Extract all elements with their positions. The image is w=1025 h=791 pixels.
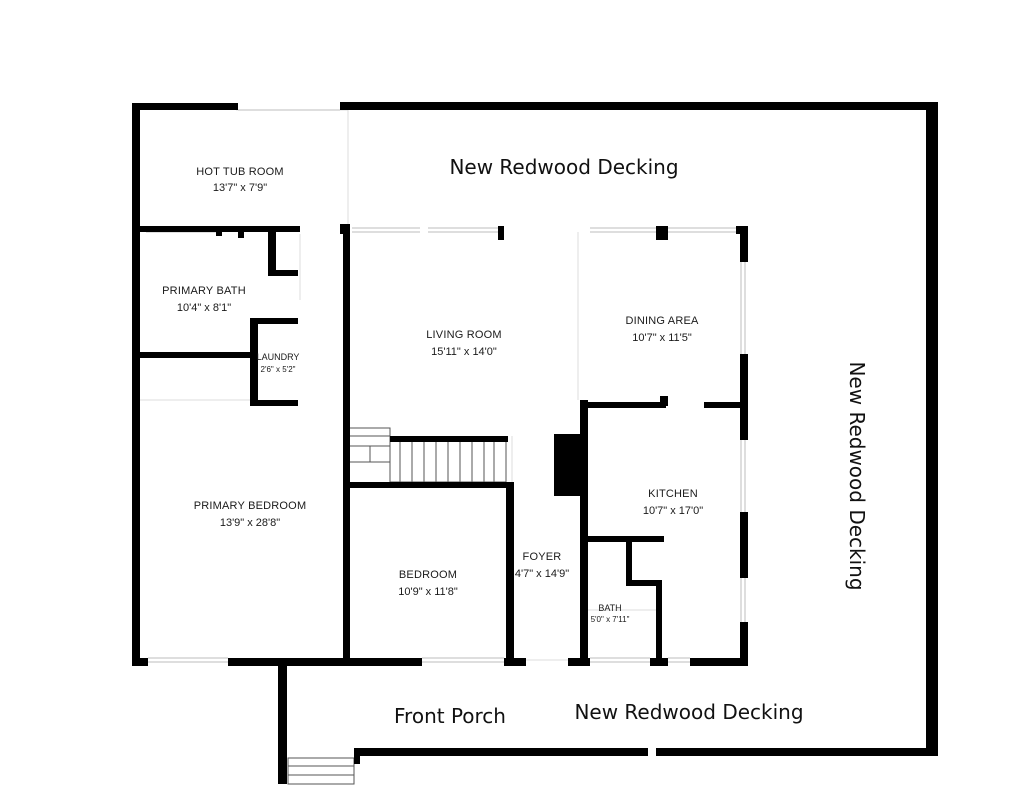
laundry-name: LAUNDRY xyxy=(257,352,300,362)
deck-bottom-label: New Redwood Decking xyxy=(574,700,803,724)
foyer-dims: 4'7" x 14'9" xyxy=(515,568,569,580)
deck-top-label: New Redwood Decking xyxy=(449,155,678,179)
laundry-dims: 2'6" x 5'2" xyxy=(261,365,296,374)
area-labels: New Redwood Decking Front Porch New Redw… xyxy=(394,155,869,728)
primary-bedroom-dims: 13'9" x 28'8" xyxy=(220,517,280,529)
bath-dims: 5'0" x 7'11" xyxy=(591,615,630,624)
front-porch-label: Front Porch xyxy=(394,704,506,728)
foyer-name: FOYER xyxy=(523,551,562,563)
room-labels: HOT TUB ROOM 13'7" x 7'9" PRIMARY BATH 1… xyxy=(162,166,703,624)
primary-bath-name: PRIMARY BATH xyxy=(162,285,246,297)
living-room-dims: 15'11" x 14'0" xyxy=(431,346,497,358)
kitchen-name: KITCHEN xyxy=(648,488,698,500)
hot-tub-room-name: HOT TUB ROOM xyxy=(196,166,284,178)
bedroom-name: BEDROOM xyxy=(399,569,457,581)
dining-area-dims: 10'7" x 11'5" xyxy=(632,332,692,344)
porch-steps xyxy=(287,757,355,785)
kitchen-dims: 10'7" x 17'0" xyxy=(643,505,703,517)
bedroom-dims: 10'9" x 11'8" xyxy=(398,586,458,598)
dining-area-name: DINING AREA xyxy=(625,315,699,327)
primary-bedroom-name: PRIMARY BEDROOM xyxy=(194,500,307,512)
deck-right-label: New Redwood Decking xyxy=(845,361,869,590)
bath-name: BATH xyxy=(598,603,621,613)
living-room-name: LIVING ROOM xyxy=(426,329,502,341)
primary-bath-dims: 10'4" x 8'1" xyxy=(177,302,231,314)
walls xyxy=(132,102,938,784)
hot-tub-room-dims: 13'7" x 7'9" xyxy=(213,182,267,194)
